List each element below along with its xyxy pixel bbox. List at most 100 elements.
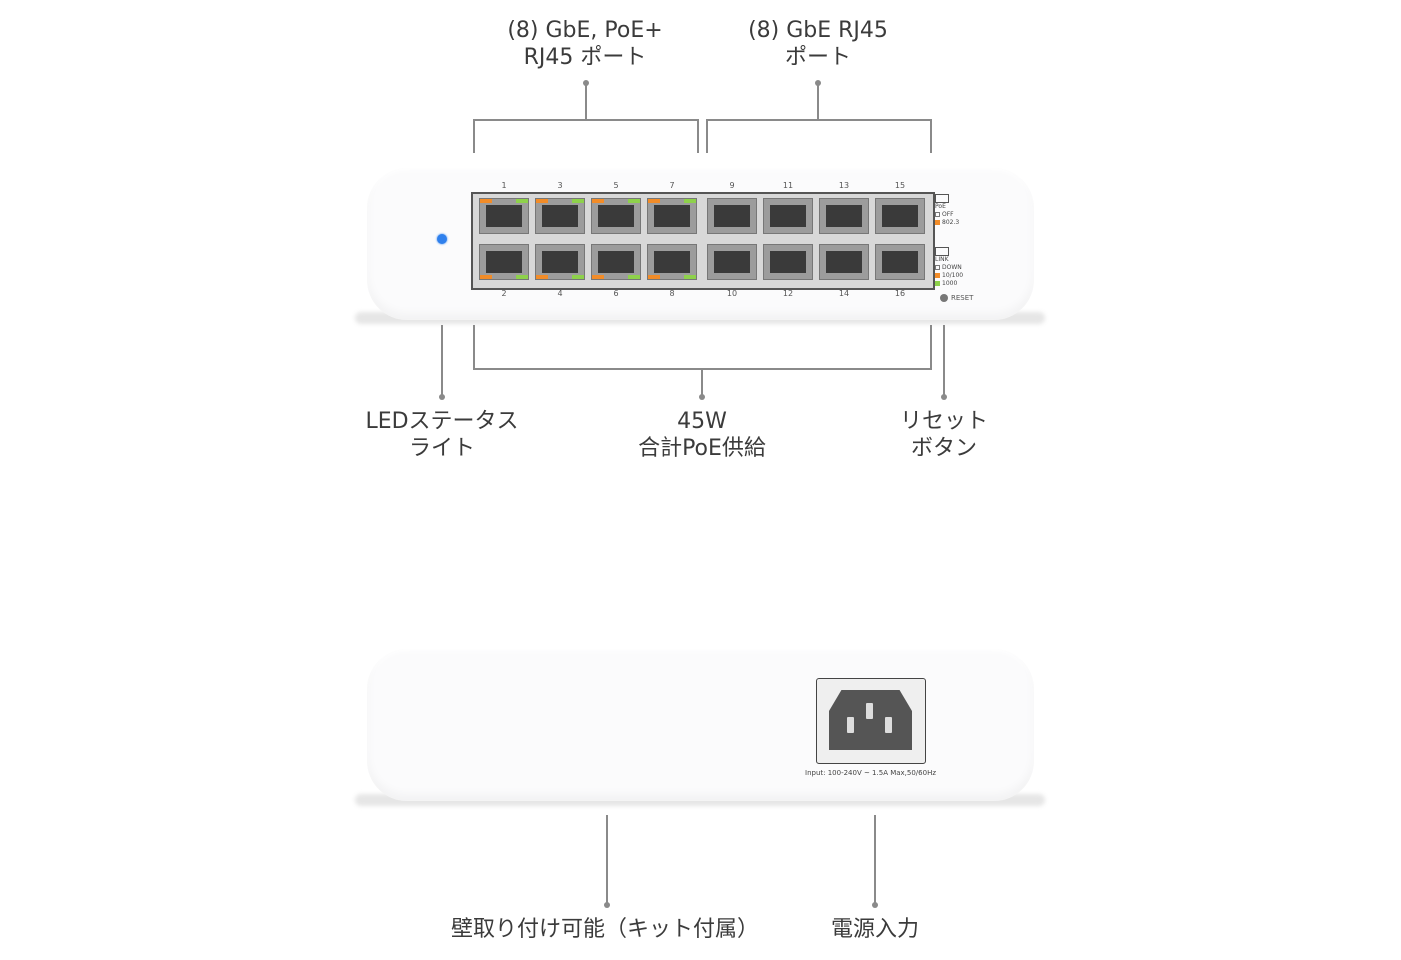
poe-callout-stem: [585, 83, 587, 120]
poe-ports-callout-line2: RJ45 ポート: [523, 45, 647, 70]
link-led: [628, 275, 640, 279]
rj45-ports-callout-line1: (8) GbE RJ45: [748, 18, 888, 43]
rj45-port-socket: [486, 205, 522, 227]
port-number: 13: [838, 181, 850, 190]
port-number: 16: [894, 289, 906, 298]
rj45-port-socket: [882, 251, 918, 273]
rj45-bracket-horizontal: [706, 119, 932, 121]
poe-legend-mode: 802.3: [935, 219, 959, 227]
status-led: [437, 234, 447, 244]
rj45-port[interactable]: [763, 198, 813, 234]
led-status-callout: LEDステータス ライト: [352, 408, 532, 462]
rj45-port[interactable]: [875, 244, 925, 280]
link-led: [628, 199, 640, 203]
poe-led: [536, 275, 548, 279]
port-number: 8: [669, 289, 675, 298]
rj45-port[interactable]: [819, 198, 869, 234]
reset-callout-dot: [941, 394, 947, 400]
led-callout-dot: [439, 394, 445, 400]
rj45-port[interactable]: [707, 198, 757, 234]
poe-legend-title: PoE: [935, 203, 946, 210]
rj45-port-socket: [770, 251, 806, 273]
rj45-port[interactable]: [591, 244, 641, 280]
rj45-port-socket: [542, 205, 578, 227]
rj45-port[interactable]: [875, 198, 925, 234]
poe-legend-icon: [935, 194, 949, 203]
port-number: 10: [726, 289, 738, 298]
poe-led: [536, 199, 548, 203]
link-legend-1000-text: 1000: [942, 280, 958, 287]
rj45-bracket-right: [930, 119, 932, 153]
rj45-port-socket: [542, 251, 578, 273]
link-legend-1000: 1000: [935, 280, 963, 288]
link-legend-100-text: 10/100: [942, 272, 964, 279]
led-status-callout-line2: ライト: [408, 436, 475, 461]
rj45-port-socket: [598, 251, 634, 273]
rj45-port-socket: [598, 205, 634, 227]
power-inlet-socket[interactable]: [829, 690, 912, 750]
rj45-bracket-left: [706, 119, 708, 153]
rj45-port[interactable]: [763, 244, 813, 280]
budget-callout-stem: [701, 368, 703, 396]
reset-label: RESET: [951, 294, 974, 302]
rj45-port-socket: [714, 251, 750, 273]
rj45-port[interactable]: [707, 244, 757, 280]
port-number: 3: [557, 181, 563, 190]
power-callout-dot: [872, 902, 878, 908]
port-number: 11: [782, 181, 794, 190]
budget-bracket-right: [930, 325, 932, 369]
poe-bracket-right: [697, 119, 699, 153]
budget-callout-dot: [699, 394, 705, 400]
reset-button[interactable]: [940, 294, 948, 302]
poe-led: [480, 275, 492, 279]
reset-callout-stem: [943, 325, 945, 397]
power-pin-earth: [866, 703, 873, 719]
port-number: 6: [613, 289, 619, 298]
reset-button-callout: リセット ボタン: [884, 408, 1004, 462]
link-legend: LINK DOWN 10/100 1000: [935, 247, 963, 288]
link-led: [516, 199, 528, 203]
reset-button-callout-line1: リセット: [899, 409, 988, 434]
power-input-callout: 電源入力: [815, 916, 935, 943]
port-number: 1: [501, 181, 507, 190]
wall-mount-callout: 壁取り付け可能（キット付属）: [430, 916, 780, 943]
link-led: [516, 275, 528, 279]
rj45-port[interactable]: [647, 198, 697, 234]
power-callout-stem: [874, 815, 876, 905]
port-number: 9: [729, 181, 735, 190]
rj45-port-socket: [486, 251, 522, 273]
power-input-rating: Input: 100-240V ~ 1.5A Max,50/60Hz: [805, 769, 937, 777]
rj45-port-socket: [826, 205, 862, 227]
led-callout-stem: [441, 325, 443, 397]
poe-bracket-left: [473, 119, 475, 153]
rj45-callout-stem: [817, 83, 819, 120]
rj45-ports-callout-line2: ポート: [784, 45, 851, 70]
port-number: 15: [894, 181, 906, 190]
rj45-port[interactable]: [479, 198, 529, 234]
rj45-port[interactable]: [535, 244, 585, 280]
rj45-port[interactable]: [535, 198, 585, 234]
link-led: [572, 275, 584, 279]
poe-budget-callout-line1: 45W: [677, 409, 727, 434]
power-pin-left: [847, 717, 854, 733]
rj45-ports-callout: (8) GbE RJ45 ポート: [730, 17, 906, 71]
link-legend-down: DOWN: [935, 264, 963, 272]
rj45-port-socket: [770, 205, 806, 227]
port-number: 12: [782, 289, 794, 298]
rj45-port[interactable]: [819, 244, 869, 280]
link-legend-down-text: DOWN: [942, 264, 962, 271]
poe-led: [648, 275, 660, 279]
poe-legend-off: OFF: [935, 211, 959, 219]
rj45-port-socket: [654, 205, 690, 227]
rj45-port-socket: [826, 251, 862, 273]
wall-mount-callout-dot: [604, 902, 610, 908]
rj45-port[interactable]: [647, 244, 697, 280]
port-number: 5: [613, 181, 619, 190]
poe-legend-mode-text: 802.3: [942, 219, 960, 226]
rj45-port[interactable]: [591, 198, 641, 234]
poe-ports-callout: (8) GbE, PoE+ RJ45 ポート: [490, 17, 680, 71]
port-number: 7: [669, 181, 675, 190]
rj45-port[interactable]: [479, 244, 529, 280]
poe-budget-callout-line2: 合計PoE供給: [638, 436, 766, 461]
poe-led: [648, 199, 660, 203]
